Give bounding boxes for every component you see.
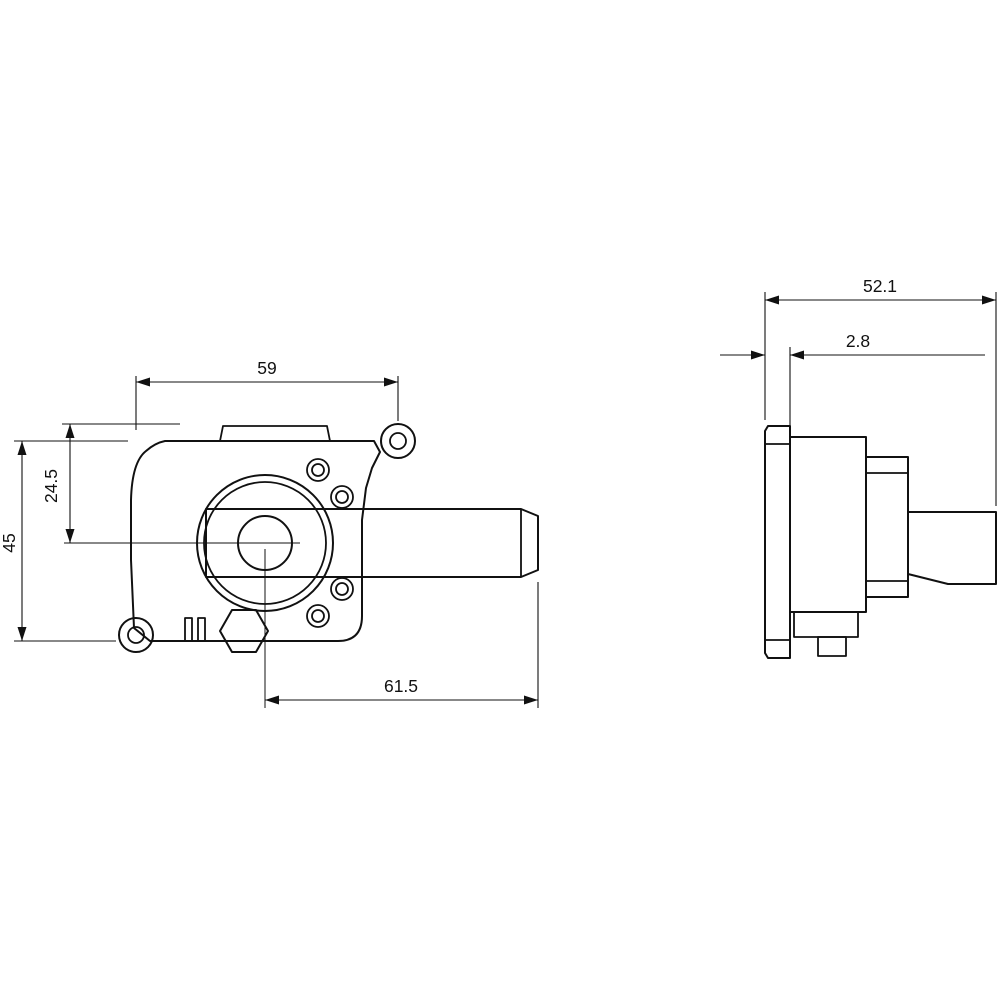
side-view-dimensions: 52.1 2.8 (720, 276, 997, 506)
dimension-52-1: 52.1 (764, 276, 997, 506)
mounting-ear-top-right (380, 423, 416, 459)
dimension-61-5: 61.5 (265, 582, 539, 708)
body-outline (130, 440, 381, 642)
screw-hole-lower-2 (306, 604, 330, 628)
screw-hole-inner (335, 490, 349, 504)
arrowhead-left (751, 350, 765, 360)
dimension-45: 45 (0, 440, 128, 642)
mounting-hole-top-right (389, 432, 407, 450)
mounting-hole-bottom-left (127, 626, 145, 644)
dimension-2-8: 2.8 (720, 331, 985, 432)
intermediate-block (865, 456, 909, 598)
vent-slot-right (197, 617, 206, 642)
screw-hole-upper-2 (330, 485, 354, 509)
front-view-part (64, 423, 539, 708)
dimension-text: 52.1 (863, 276, 897, 296)
bottom-step (793, 611, 859, 638)
arrowhead-left (136, 377, 150, 387)
screw-hole-upper-1 (306, 458, 330, 482)
screw-hole-inner (311, 463, 325, 477)
dimension-text: 24.5 (41, 469, 61, 503)
body-block (789, 436, 867, 613)
screw-hole-lower-1 (330, 577, 354, 601)
screw-hole-outer (330, 485, 354, 509)
arrowhead-right (524, 695, 538, 705)
arrowhead-left (265, 695, 279, 705)
screw-hole-inner (311, 609, 325, 623)
bottom-foot (817, 636, 847, 657)
arrowhead-right (384, 377, 398, 387)
arrowhead-right (790, 350, 804, 360)
arrowhead-right (982, 295, 996, 305)
arrowhead-bottom (17, 627, 27, 641)
screw-hole-outer (330, 577, 354, 601)
dimension-text: 61.5 (384, 676, 418, 696)
front-view-dimensions: 59 24.5 45 (0, 358, 539, 708)
hex-boss (219, 609, 269, 653)
arrowhead-left (765, 295, 779, 305)
top-tab (219, 425, 331, 442)
screw-hole-inner (335, 582, 349, 596)
dimension-text: 45 (0, 533, 19, 552)
mounting-ear-bottom-left (118, 617, 154, 653)
arrowhead-top (65, 424, 75, 438)
side-view-part (764, 425, 997, 659)
arrowhead-bottom (65, 529, 75, 543)
dimension-59: 59 (135, 358, 399, 430)
coupling-shaft (907, 511, 997, 585)
side-view: 52.1 2.8 (720, 276, 997, 659)
dimension-text: 2.8 (846, 331, 870, 351)
front-view: 59 24.5 45 (0, 358, 539, 708)
dimension-24-5: 24.5 (41, 423, 180, 543)
mounting-plate (764, 425, 791, 659)
screw-hole-outer (306, 458, 330, 482)
arrowhead-top (17, 441, 27, 455)
screw-hole-outer (306, 604, 330, 628)
dimension-text: 59 (257, 358, 276, 378)
vent-slot-left (184, 617, 193, 642)
